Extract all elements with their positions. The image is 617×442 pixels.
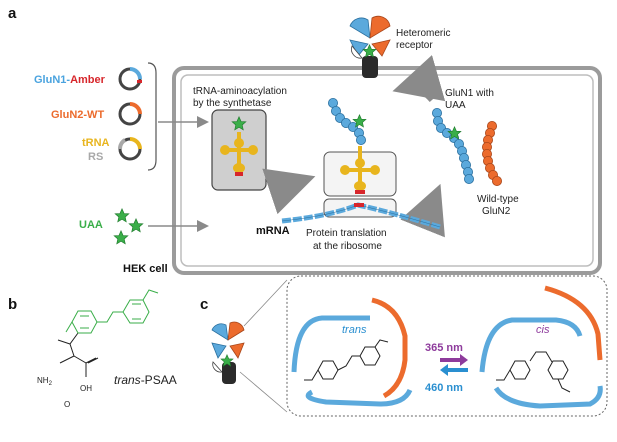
nh2-label: NH2	[37, 376, 53, 387]
uaa-stars	[113, 208, 144, 245]
plasmid-label-glun1: GluN1-Amber	[34, 74, 106, 86]
cis-azobenzene	[496, 351, 571, 393]
trans-blue-helix-lower	[305, 388, 413, 407]
psaa-label-italic: trans	[114, 373, 141, 387]
psaa-structure	[57, 289, 159, 377]
zoom-line-bottom	[239, 371, 288, 413]
receptor-label-1: Heteromeric	[396, 28, 450, 39]
cis-orange-helix	[544, 285, 603, 361]
trans-orange-helix	[371, 297, 408, 399]
trna-aminoacylation-label-2: by the synthetase	[193, 98, 272, 109]
heteromeric-receptor	[349, 15, 391, 78]
hek-cell-label: HEK cell	[123, 263, 168, 275]
receptor-label-2: receptor	[396, 40, 433, 51]
arrow-protein-to-membrane	[392, 55, 446, 103]
o-label: O	[64, 400, 70, 409]
arrow-ribosome-to-protein	[400, 183, 445, 238]
glun1-chain	[431, 108, 474, 184]
state-cis-label: cis	[536, 324, 550, 336]
state-trans-label: trans	[342, 324, 367, 336]
cis-blue-helix-lower	[493, 385, 603, 409]
glun2-chain	[481, 121, 502, 186]
trna-aminoacylation-label-1: tRNA-aminoacylation	[193, 86, 287, 97]
glun1-label-2: UAA	[445, 100, 466, 111]
plasmid-bracket	[147, 62, 157, 171]
trna-charged	[220, 116, 258, 176]
translation-label-1: Protein translation	[306, 228, 387, 239]
arrow-460nm	[440, 364, 468, 376]
wildtype-label-2: GluN2	[482, 206, 511, 217]
receptor-small	[211, 321, 245, 384]
trans-azobenzene	[304, 339, 389, 381]
wildtype-label-1: Wild-type	[477, 194, 519, 205]
uaa-label: UAA	[79, 219, 103, 231]
translation-label-2: at the ribosome	[313, 241, 382, 252]
hek-cell-membrane	[172, 66, 602, 275]
panel-label-b: b	[8, 296, 17, 313]
arrow-365nm	[440, 354, 468, 366]
glun1-label-1: GluN1 with	[445, 88, 494, 99]
psaa-label-rest: -PSAA	[141, 373, 177, 387]
plasmid-glun2-wt	[118, 102, 142, 126]
plasmid-label-trna: tRNA	[82, 137, 110, 149]
plasmid-label-amber: Amber	[70, 74, 106, 86]
oh-label: OH	[80, 384, 92, 393]
cis-blue-helix	[479, 317, 583, 373]
panel-label-c: c	[200, 296, 208, 313]
mrna-label: mRNA	[256, 225, 290, 237]
plasmid-label-rs: RS	[88, 151, 103, 163]
nascent-polypeptide	[327, 98, 366, 145]
nh2-text: NH	[37, 376, 49, 385]
panel-label-a: a	[8, 5, 17, 22]
zoom-box	[286, 275, 608, 417]
psaa-label: trans-PSAA	[114, 373, 177, 387]
nh2-subscript: 2	[49, 381, 53, 387]
plasmid-trna-rs	[118, 137, 142, 161]
arrow-synthetase-to-ribosome	[262, 168, 316, 215]
zoom-line-top	[243, 279, 288, 327]
amber-codon	[354, 203, 364, 207]
trna-in-ribosome	[340, 146, 380, 194]
wavelength-365: 365 nm	[425, 342, 463, 354]
trans-blue-helix	[291, 315, 370, 373]
wavelength-460: 460 nm	[425, 382, 463, 394]
plasmid-label-glun2: GluN2-WT	[51, 109, 104, 121]
plasmid-label-glun1-prefix: GluN1-	[34, 74, 70, 86]
plasmid-glun1-amber	[118, 67, 142, 91]
